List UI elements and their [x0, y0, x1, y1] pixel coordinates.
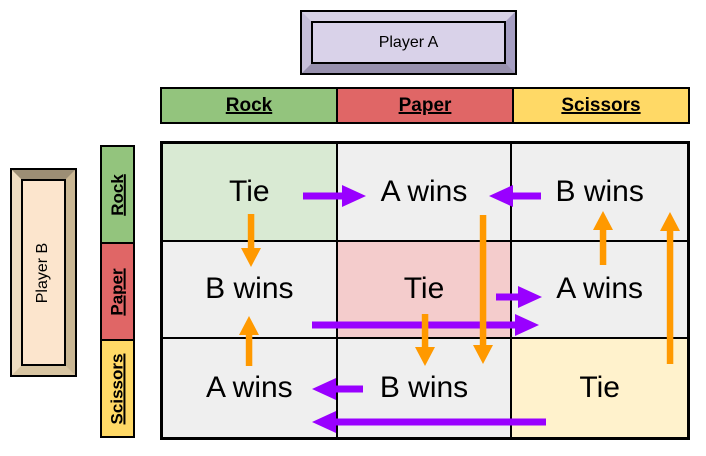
- payoff-grid: Tie A wins B wins B wins Tie A wins A wi…: [160, 141, 690, 440]
- player-b-label-box: Player B: [10, 168, 77, 377]
- player-a-bevel-frame: Player A: [302, 12, 515, 73]
- cell-rock-scissors: B wins: [512, 144, 687, 242]
- column-header-rock: Rock: [162, 89, 336, 122]
- row-headers: Rock Paper Scissors: [100, 145, 135, 438]
- cell-paper-paper: Tie: [337, 241, 513, 340]
- cell-scissors-rock: A wins: [163, 339, 338, 437]
- row-header-rock: Rock: [102, 147, 133, 242]
- cell-scissors-scissors: Tie: [512, 339, 687, 437]
- row-header-scissors: Scissors: [102, 339, 133, 436]
- player-b-bevel-frame: Player B: [12, 170, 75, 375]
- player-b-label: Player B: [34, 242, 52, 303]
- column-headers: Rock Paper Scissors: [160, 87, 690, 124]
- player-a-label-box: Player A: [300, 10, 517, 75]
- cell-rock-paper: A wins: [337, 144, 513, 242]
- cell-paper-rock: B wins: [163, 241, 338, 340]
- player-a-label: Player A: [311, 21, 506, 64]
- column-header-scissors: Scissors: [512, 89, 688, 122]
- cell-scissors-paper: B wins: [337, 339, 513, 437]
- cell-rock-rock: Tie: [163, 144, 338, 242]
- row-header-paper: Paper: [102, 242, 133, 339]
- column-header-paper: Paper: [336, 89, 512, 122]
- cell-paper-scissors: A wins: [512, 241, 687, 340]
